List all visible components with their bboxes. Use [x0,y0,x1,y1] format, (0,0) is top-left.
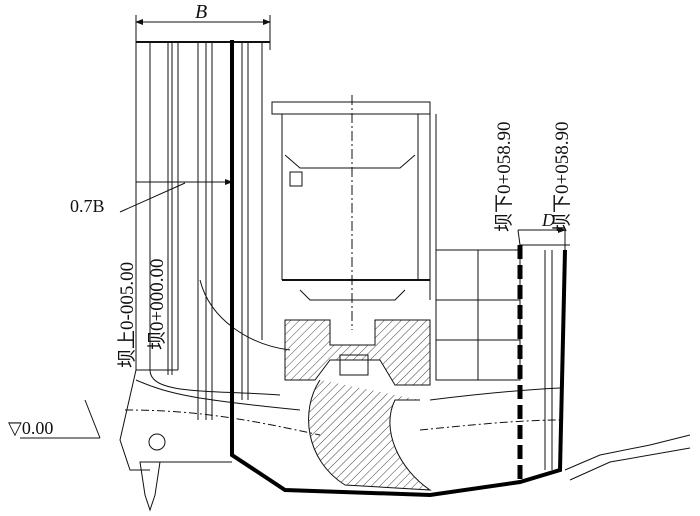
station-downstream-label-1: 坝下0+058.90 [493,122,515,232]
station-downstream-label-2: 坝下0+058.90 [551,122,573,232]
dim-b-label: B [195,1,207,23]
elevation-label: ▽0.00 [8,418,53,438]
dim-07b-label: 0.7B [70,196,105,216]
seepage-line [230,40,567,498]
dim-d-label: D [541,210,555,230]
foundation-details [20,399,232,512]
intake-structure [119,15,321,471]
station-axis-label: 坝0+000.00 [146,259,168,350]
tailrace-structure [419,227,691,481]
dim-07b-leader [119,182,186,213]
powerhouse [271,95,437,491]
station-upstream-label: 坝上0-005.00 [116,262,138,368]
